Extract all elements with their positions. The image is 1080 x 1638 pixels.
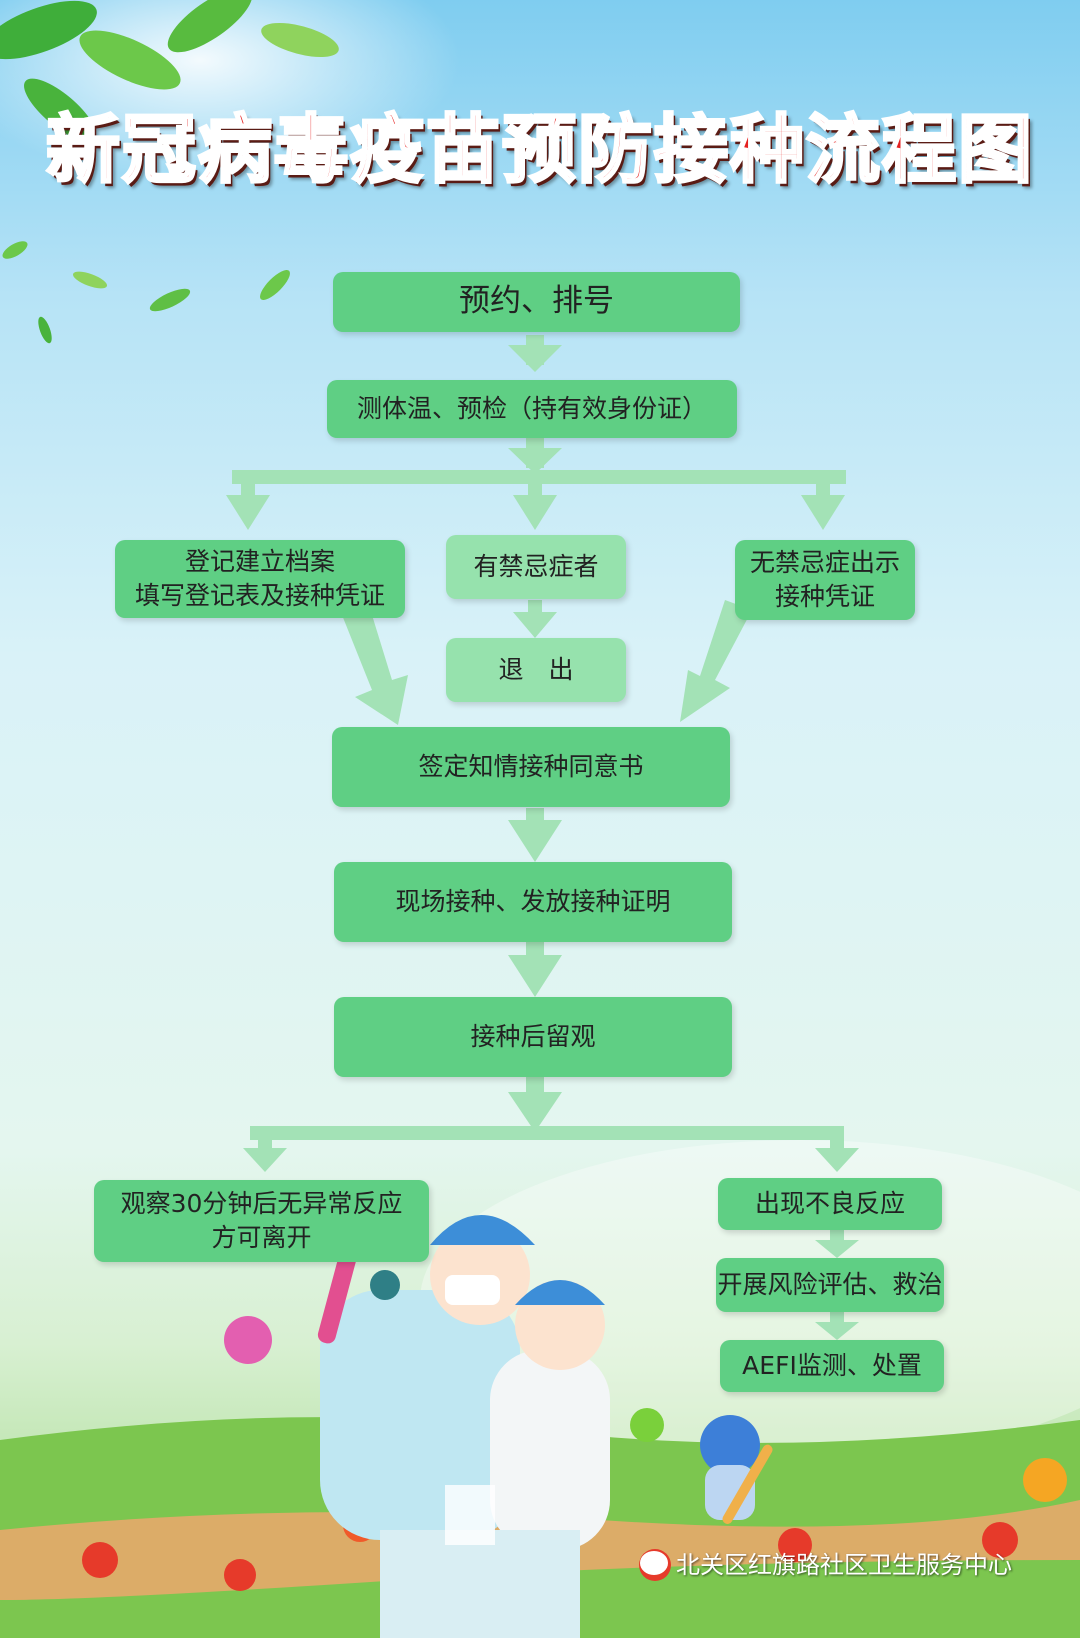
step-precheck: 测体温、预检（持有效身份证） (327, 380, 737, 438)
page-title: 新冠病毒疫苗预防接种流程图 (45, 106, 1034, 195)
arrow-split-to-observe30 (243, 1126, 287, 1172)
split-bar-bottom (250, 1126, 844, 1140)
arrow-no-contraindication-to-consent (680, 600, 752, 722)
step-risk-assess: 开展风险评估、救治 (716, 1258, 944, 1312)
virus-icons (224, 1270, 664, 1442)
arrow-split-to-register (226, 470, 270, 530)
arrow-adverse-to-risk (815, 1230, 859, 1258)
arrow-consent-to-vaccinate (508, 808, 562, 862)
leaves-decoration (0, 0, 339, 344)
step-exit: 退 出 (446, 638, 626, 702)
wechat-icon (640, 1550, 668, 1575)
arrow-appointment-to-precheck (508, 335, 562, 372)
arrow-contraindicated-to-exit (513, 600, 557, 638)
step-observe-30: 观察30分钟后无异常反应 方可离开 (94, 1180, 429, 1262)
step-no-contraindication: 无禁忌症出示 接种凭证 (735, 540, 915, 620)
step-adverse: 出现不良反应 (718, 1178, 942, 1230)
step-appointment: 预约、排号 (333, 272, 740, 332)
step-consent: 签定知情接种同意书 (332, 727, 730, 807)
arrow-observe-to-split (508, 1077, 562, 1132)
astronaut-illustration (700, 1415, 773, 1524)
arrow-split-to-adverse (815, 1126, 859, 1172)
step-contraindicated: 有禁忌症者 (446, 535, 626, 599)
footer-credit-text: 北关区红旗路社区卫生服务中心 (676, 1551, 1012, 1579)
step-register: 登记建立档案 填写登记表及接种凭证 (115, 540, 405, 618)
footer-credit: 北关区红旗路社区卫生服务中心 (640, 1545, 1012, 1580)
doctor-illustration (317, 1215, 610, 1638)
arrow-precheck-to-split (508, 438, 562, 474)
arrow-register-to-consent (340, 602, 408, 725)
arrow-split-to-no-contraindication (801, 470, 845, 530)
arrow-split-to-contraindicated (513, 470, 557, 530)
arrow-risk-to-aefi (815, 1312, 859, 1340)
arrow-vaccinate-to-observe (508, 942, 562, 997)
step-observe: 接种后留观 (334, 997, 732, 1077)
step-aefi: AEFI监测、处置 (720, 1340, 944, 1392)
step-vaccinate: 现场接种、发放接种证明 (334, 862, 732, 942)
